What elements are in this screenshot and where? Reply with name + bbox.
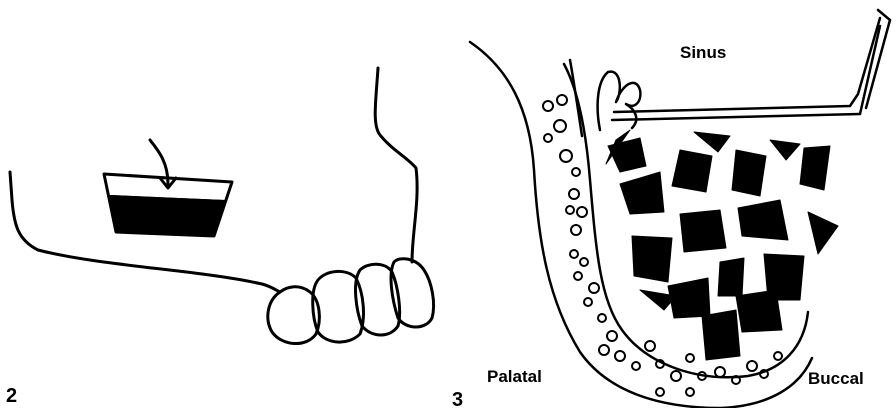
membrane-inner-line	[612, 114, 860, 120]
membrane-double-line	[614, 18, 880, 112]
buccal-label: Buccal	[808, 369, 864, 388]
sinus-left-wall	[570, 60, 582, 136]
graft-particles	[606, 130, 838, 360]
sinus-membrane-lobes	[598, 72, 641, 130]
posterior-contour	[375, 68, 417, 262]
figure-2-number: 2	[6, 385, 17, 407]
figure-2-maxilla-diagram	[10, 68, 434, 344]
figure-3-sinus-diagram	[470, 10, 890, 408]
figure-3-number: 3	[452, 389, 463, 408]
sinus-label: Sinus	[680, 43, 726, 62]
graft-block-fill	[110, 196, 225, 236]
palatal-label: Palatal	[487, 367, 542, 386]
